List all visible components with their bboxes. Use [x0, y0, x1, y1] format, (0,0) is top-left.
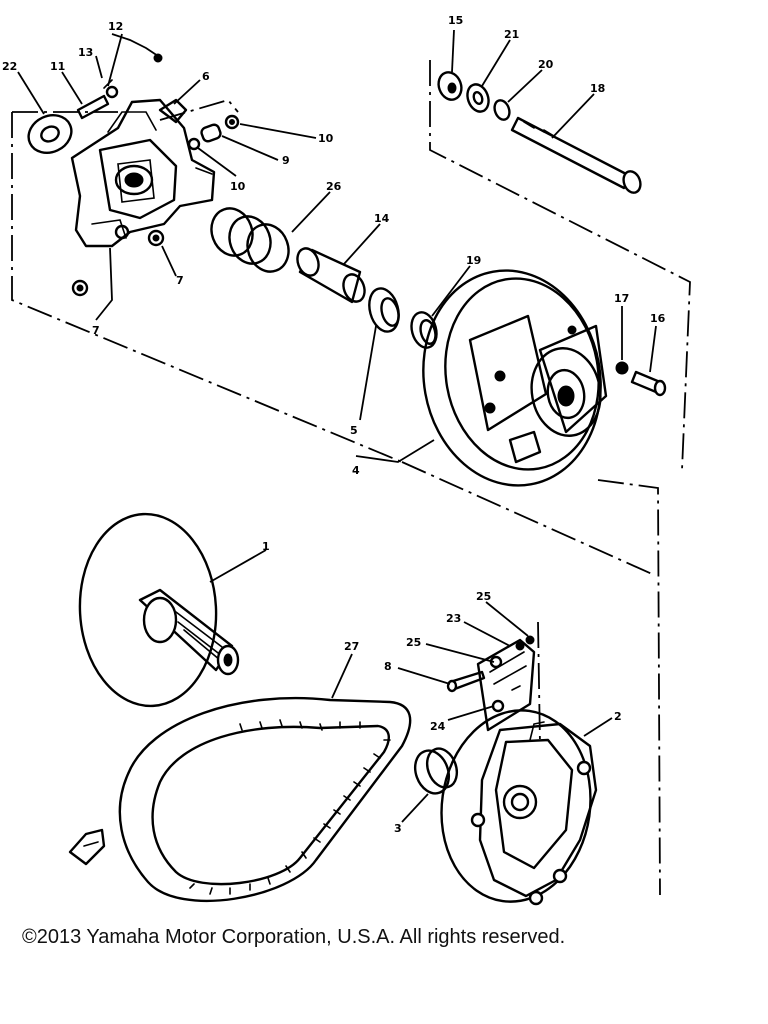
bushing-3: [413, 747, 459, 795]
callout-24: 24: [430, 720, 446, 733]
callout-17: 17: [614, 292, 629, 305]
callout-13: 13: [78, 46, 93, 59]
callout-12: 12: [108, 20, 123, 33]
callout-5: 5: [350, 424, 358, 437]
movable-sheave: [422, 269, 608, 487]
copyright-notice: ©2013 Yamaha Motor Corporation, U.S.A. A…: [22, 926, 566, 948]
v-belt-27: [118, 696, 412, 902]
callout-22: 22: [2, 60, 17, 73]
callout-20: 20: [538, 58, 554, 71]
callout-10-a: 10: [318, 132, 334, 145]
callout-8: 8: [384, 660, 392, 673]
callout-10-b: 10: [230, 180, 246, 193]
callout-21: 21: [504, 28, 519, 41]
callout-23: 23: [446, 612, 461, 625]
callout-2: 2: [614, 710, 622, 723]
cap-nuts-7: [71, 229, 165, 297]
weight-bracket: [446, 635, 536, 732]
bushing-14: [296, 247, 366, 304]
callout-25-a: 25: [476, 590, 491, 603]
callout-14: 14: [374, 212, 390, 225]
bushing-5: [368, 287, 400, 333]
callout-7-b: 7: [92, 324, 100, 337]
spring-26: [210, 207, 290, 273]
callout-27: 27: [344, 640, 359, 653]
callout-1: 1: [262, 540, 270, 553]
callout-15: 15: [448, 14, 463, 27]
callout-18: 18: [590, 82, 605, 95]
callout-26: 26: [326, 180, 342, 193]
callout-19: 19: [466, 254, 481, 267]
ring-19: [410, 311, 438, 349]
callout-11: 11: [50, 60, 65, 73]
callout-labels: 22 11 13 12 6 10 9 10 7 7 26 14 19 5 4 1…: [2, 14, 666, 835]
fixed-sheave-1: [78, 512, 240, 708]
rollers-9-10: [187, 114, 240, 151]
callout-7-a: 7: [176, 274, 184, 287]
housing-2: [440, 709, 598, 906]
callout-25-b: 25: [406, 636, 421, 649]
spider-cam-assembly: [70, 98, 216, 248]
callout-9: 9: [282, 154, 290, 167]
bolt-18-group: [437, 71, 642, 194]
callout-16: 16: [650, 312, 666, 325]
leader-lines: [17, 29, 657, 823]
callout-3: 3: [394, 822, 402, 835]
pin-11-group: [76, 53, 163, 120]
callout-4: 4: [352, 464, 360, 477]
bolt-16-group: [615, 361, 667, 397]
callout-6: 6: [202, 70, 210, 83]
direction-tag: [68, 828, 106, 866]
washer-22: [27, 114, 73, 154]
